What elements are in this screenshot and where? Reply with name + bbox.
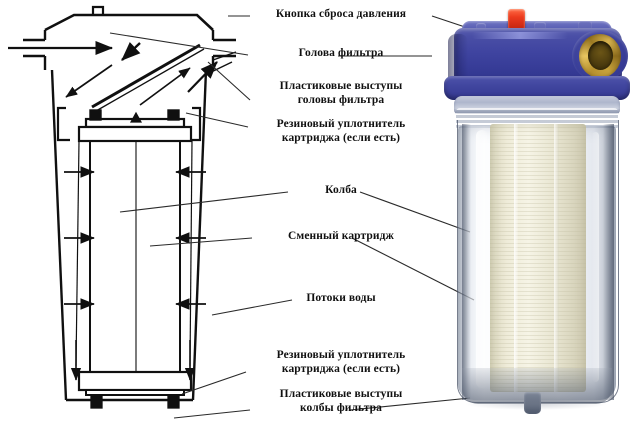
label-bowl: Колба <box>325 184 357 196</box>
diagram-cartridge-top <box>77 109 193 143</box>
photo-bowl-lug <box>524 392 541 414</box>
photo-head-highlight <box>472 32 568 39</box>
diagram-top-seal-left <box>89 109 102 121</box>
diagram-bottom-seal-right <box>167 394 180 409</box>
diagram-cartridge-body <box>89 141 181 372</box>
photo-ground-shadow <box>466 398 606 410</box>
label-water-flows: Потоки воды <box>306 292 376 304</box>
photo-bowl-gloss-left <box>476 130 488 388</box>
diagram-top-seal-right <box>167 109 180 121</box>
label-filter-head: Голова фильтра <box>298 47 384 59</box>
diagram-bowl-lug-right <box>188 106 202 142</box>
label-cartridge-rubber-seal-top: Резиновый уплотнитель картриджа (если ес… <box>276 118 406 144</box>
label-replaceable-cartridge: Сменный картридж <box>288 230 394 242</box>
photo-bowl-outline <box>457 120 619 403</box>
label-head-plastic-lugs: Пластиковые выступы головы фильтра <box>279 80 403 106</box>
diagram-head-flow-arrows <box>65 42 237 112</box>
diagram-water-flow-arrows <box>64 140 206 381</box>
diagram-cartridge-bottom <box>77 370 193 409</box>
photo-cartridge-seam-left <box>514 124 518 392</box>
filter-housing-photo <box>432 0 640 444</box>
photo-red-relief-button[interactable] <box>508 9 525 29</box>
diagram-bottom-seal-left <box>90 394 103 409</box>
leader-lines <box>109 15 499 419</box>
diagram-filter-head <box>44 5 214 32</box>
label-bowl-plastic-lugs: Пластиковые выступы колбы фильтра <box>279 388 403 414</box>
photo-bowl-edge-left <box>462 124 471 400</box>
photo-bowl-edge-right <box>603 124 614 400</box>
photo-cartridge-seam-right <box>554 124 559 392</box>
photo-bowl-gloss-right <box>592 132 599 382</box>
photo-white-cartridge <box>490 124 586 392</box>
label-cartridge-rubber-seal-bottom: Резиновый уплотнитель картриджа (если ес… <box>276 349 406 375</box>
label-pressure-relief-button: Кнопка сброса давления <box>275 8 407 20</box>
diagram-bowl-lug-left <box>56 106 70 142</box>
photo-port-bore <box>588 41 613 70</box>
diagram-relief-button <box>91 5 105 15</box>
